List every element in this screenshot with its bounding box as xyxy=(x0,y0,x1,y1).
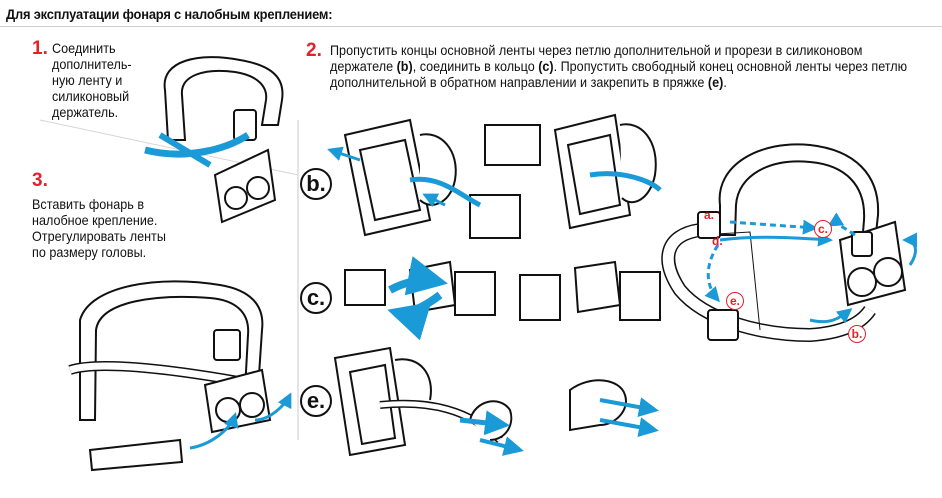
step-2-text: Пропустить концы основной ленты через пе… xyxy=(330,42,915,90)
step-3-text: Вставить фонарь в налобное крепление. От… xyxy=(32,196,166,260)
row-c-illustration xyxy=(344,256,661,341)
step-2-text-part: . Пропустить свободный конец основной ле… xyxy=(330,58,908,90)
step-2-text-part: . xyxy=(723,74,727,90)
title-divider xyxy=(0,26,942,27)
step-1-text: Соединить дополнитель- ную ленту и силик… xyxy=(52,40,132,120)
step-1-number: 1. xyxy=(32,38,48,59)
step-2-ref-e: (e) xyxy=(707,74,724,90)
step-2-text-part: , соединить в кольцо xyxy=(412,58,539,74)
page-title: Для эксплуатации фонаря с налобным крепл… xyxy=(6,6,333,22)
row-e-illustration xyxy=(333,346,659,457)
step-2-number: 2. xyxy=(306,40,322,61)
step-2-ref-b: (b) xyxy=(396,58,413,74)
callout-a: a. xyxy=(704,208,715,222)
step-1-illustration xyxy=(144,56,284,224)
assembly-illustration xyxy=(661,143,918,343)
row-label-e: e. xyxy=(300,385,332,417)
callout-b: b. xyxy=(848,325,866,343)
step-3-illustration xyxy=(68,280,292,472)
step-2-text-part: Пропустить концы основной ленты через пе… xyxy=(330,42,863,74)
callout-c: c. xyxy=(814,220,832,238)
row-label-b: b. xyxy=(300,168,332,200)
step-3-number: 3. xyxy=(32,170,48,191)
row-label-c: c. xyxy=(300,282,332,314)
step-2-ref-c: (c) xyxy=(538,58,554,74)
row-b-illustration xyxy=(327,113,662,239)
callout-d: d. xyxy=(712,234,723,248)
callout-e: e. xyxy=(726,292,744,310)
